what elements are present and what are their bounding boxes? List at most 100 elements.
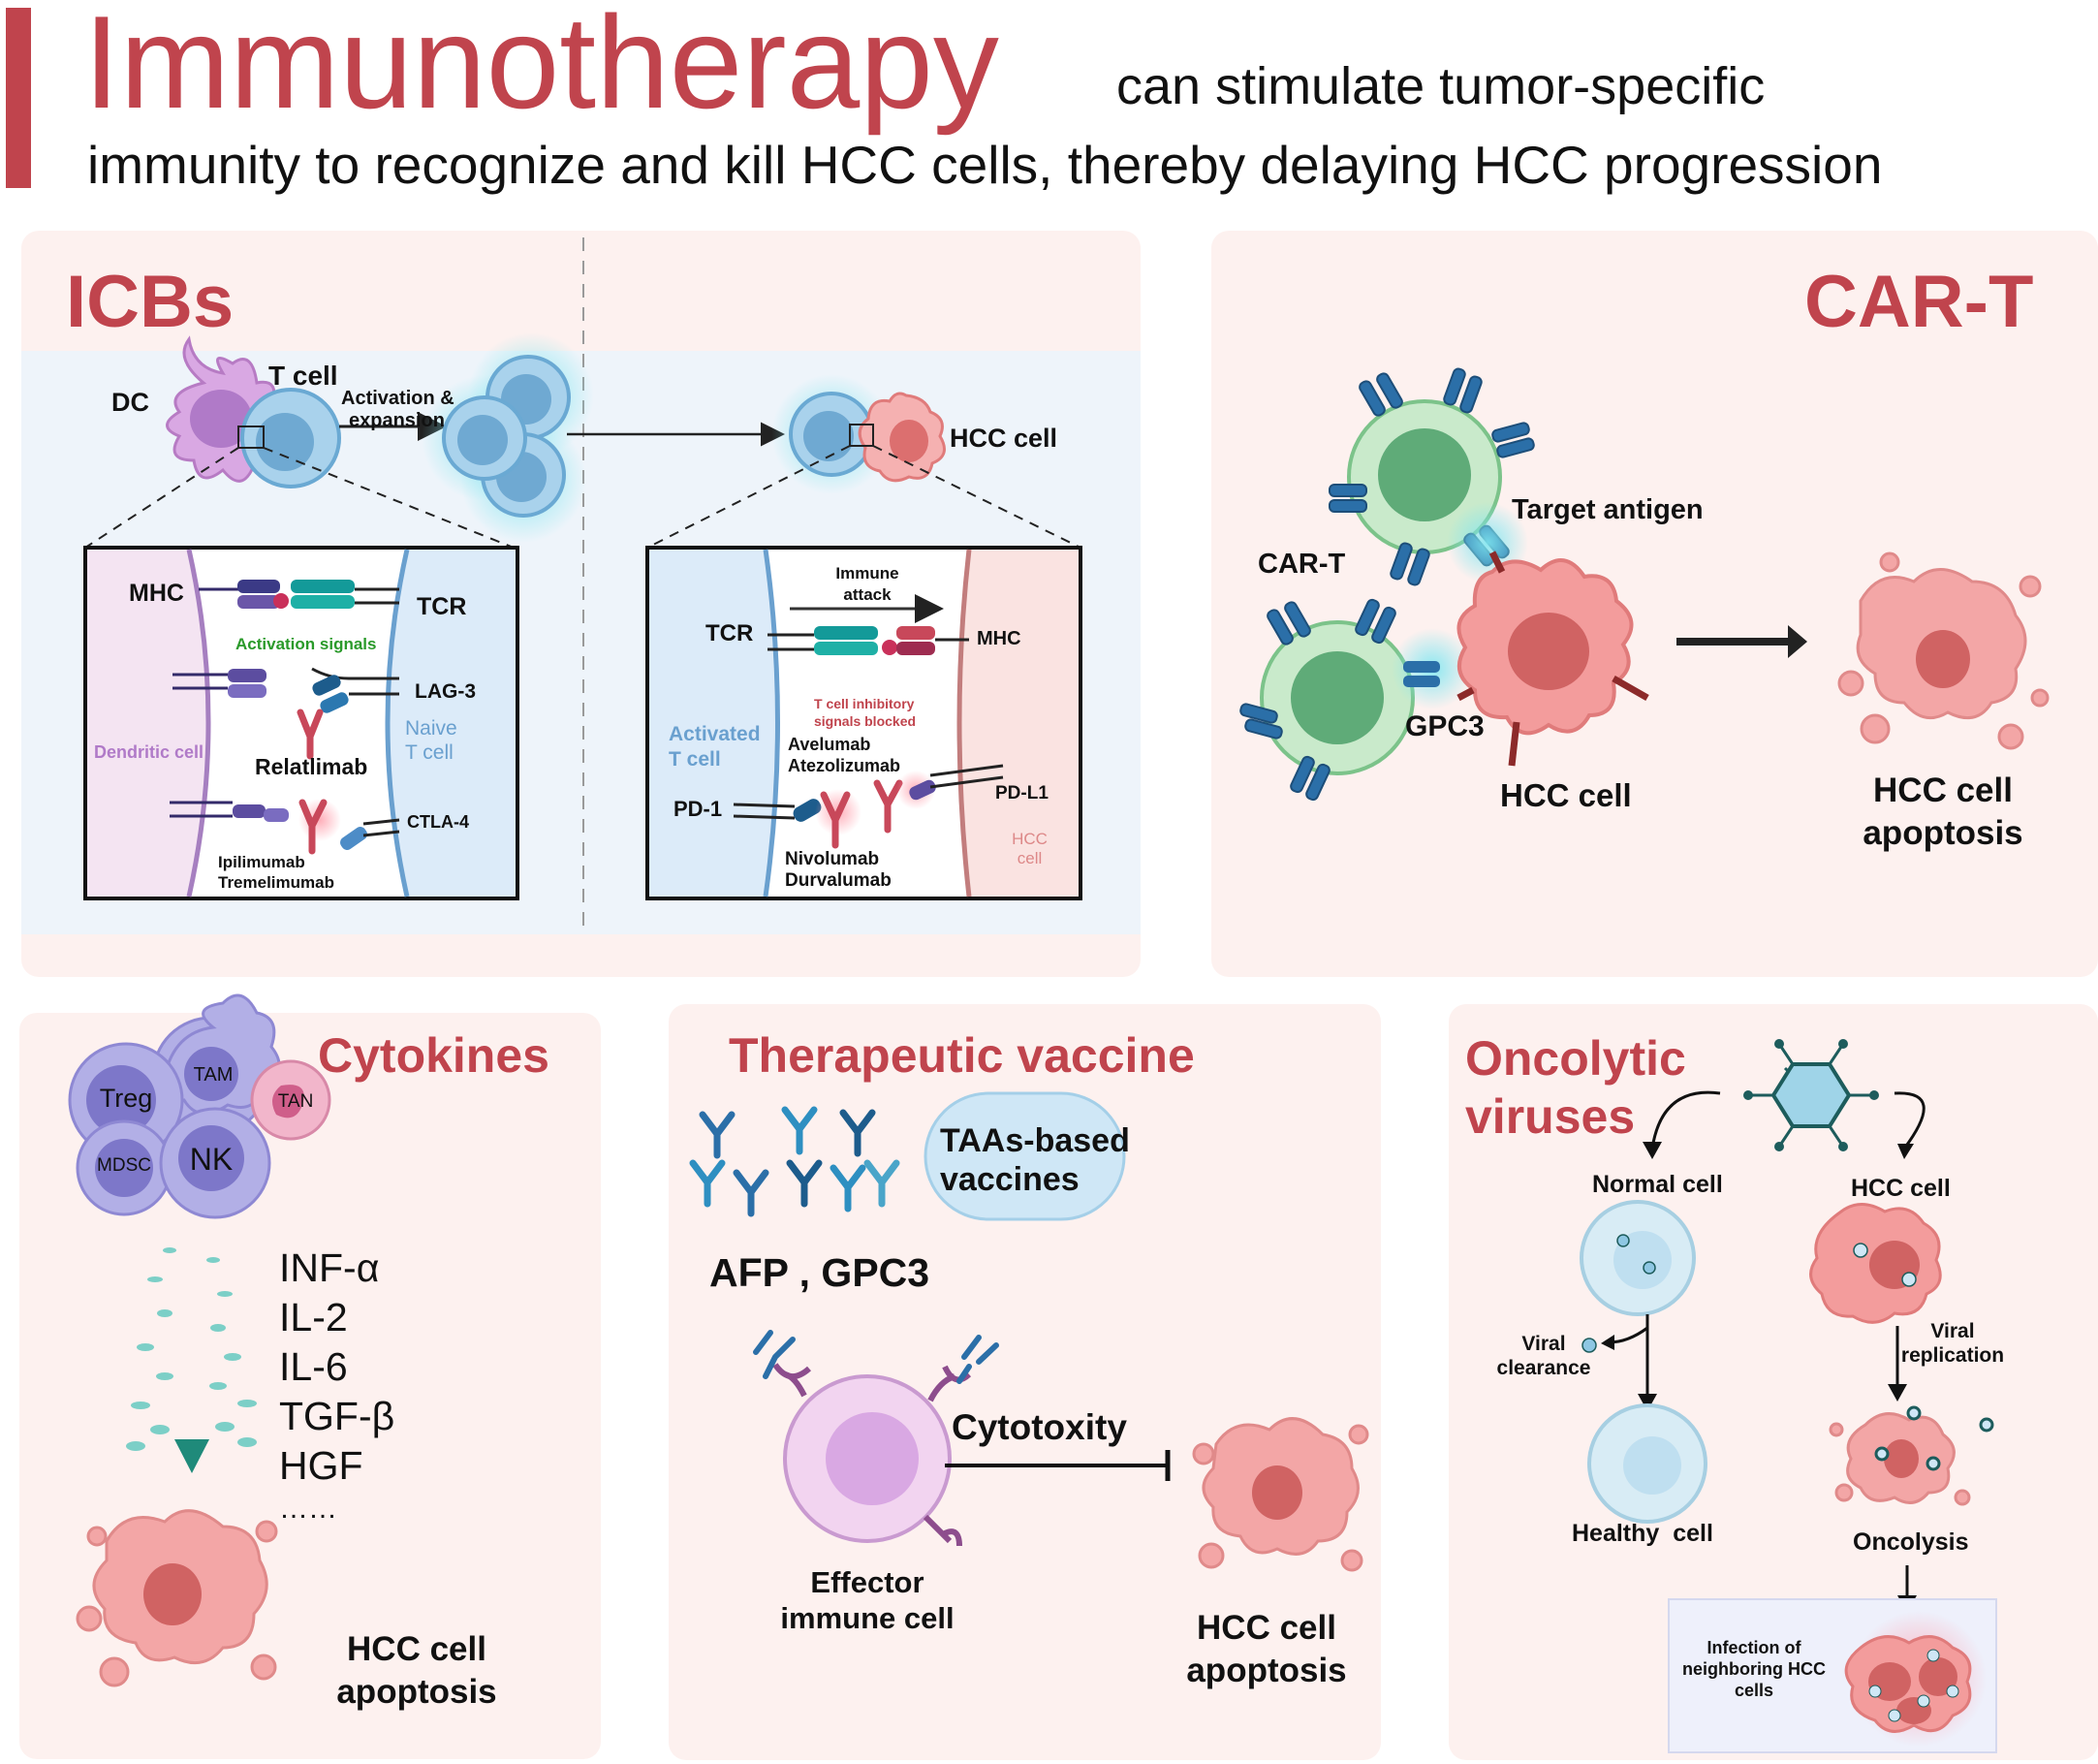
cart-apoptosis-icon (1837, 551, 2050, 750)
oncolysis-label: Oncolysis (1853, 1528, 1969, 1556)
header-accent-bar (6, 8, 31, 188)
oncolytic-title-2: viruses (1465, 1089, 1636, 1144)
cytokines-apoptosis-label-2: apoptosis (336, 1673, 497, 1711)
cytokine-more: …… (279, 1493, 337, 1525)
relatlimab-label: Relatlimab (255, 754, 368, 779)
hcc-cell-small-icon (858, 392, 946, 483)
vaccine-apoptosis-icon (1192, 1417, 1369, 1572)
mhc-right-label: MHC (977, 628, 1021, 649)
cart-cell-label: CAR-T (1258, 549, 1346, 580)
cytokine-il6: IL-6 (279, 1344, 348, 1389)
cytokine-inf: INF-α (279, 1245, 380, 1290)
oncolytic-hcc-cell-label: HCC cell (1851, 1175, 1951, 1202)
durvalumab-label: Durvalumab (785, 870, 892, 891)
cytokines-title: Cytokines (318, 1028, 549, 1083)
tcell-icon (240, 388, 341, 488)
virus-icon (1743, 1039, 1879, 1151)
activation-label-2: expansion (349, 410, 445, 431)
infection-label-1: Infection of (1707, 1638, 1801, 1657)
oncolytic-title-1: Oncolytic (1465, 1031, 1686, 1086)
infection-label-3: cells (1734, 1681, 1774, 1700)
cell-nk: NK (189, 1142, 234, 1177)
cart-apoptosis-label-1: HCC cell (1873, 772, 2013, 809)
dc-label: DC (111, 388, 149, 417)
expanded-tcells-icon (422, 332, 594, 543)
viral-replication-label-1: Viral (1930, 1320, 1975, 1342)
inhibitory-label-2: signals blocked (814, 713, 917, 729)
cytokine-release-icon (126, 1247, 257, 1473)
cart-title: CAR-T (1804, 261, 2034, 343)
activation-label-1: Activation & (341, 388, 454, 409)
taas-vaccines-pill (924, 1091, 1126, 1221)
mhc-label: MHC (129, 580, 184, 607)
immune-attack-label-2: attack (843, 585, 892, 604)
tcr-right-label: TCR (705, 620, 754, 646)
activated-tcell-label-2: T cell (669, 748, 721, 771)
ipilimumab-label: Ipilimumab (218, 853, 305, 871)
cart-hcc-cell-label: HCC cell (1500, 777, 1632, 813)
antibodies-icon (689, 1106, 900, 1217)
tremelimumab-label: Tremelimumab (218, 873, 334, 892)
nivolumab-label: Nivolumab (785, 849, 880, 869)
infected-cluster-icon (1844, 1611, 1987, 1747)
cytokines-apoptosis-label-1: HCC cell (347, 1630, 486, 1668)
viral-clearance-label-1: Viral (1521, 1333, 1566, 1355)
inhibitory-label-1: T cell inhibitory (814, 696, 915, 711)
normal-cell-label: Normal cell (1592, 1171, 1723, 1198)
cart-apoptosis-label-2: apoptosis (1863, 814, 2023, 852)
healthy-cell-label: Healthy cell (1572, 1520, 1713, 1547)
icbs-title: ICBs (66, 261, 235, 343)
tcr-label: TCR (417, 593, 467, 620)
activated-tcell-label-1: Activated (669, 723, 761, 745)
icbs-right-detail-box (645, 546, 1082, 900)
pdl1-label: PD-L1 (995, 783, 1049, 803)
vaccine-title: Therapeutic vaccine (729, 1028, 1195, 1083)
hcc-inner-label-2: cell (1017, 849, 1043, 867)
target-antigen-label: Target antigen (1512, 494, 1704, 525)
normal-cell-icon (1580, 1200, 1696, 1316)
vaccine-apoptosis-label-2: apoptosis (1186, 1652, 1347, 1689)
cart-hcc-cell-icon (1456, 551, 1649, 767)
ctla4-label: CTLA-4 (407, 812, 469, 832)
effector-label-2: immune cell (780, 1601, 955, 1635)
immune-cell-cluster-icon (68, 993, 331, 1219)
taas-label-2: vaccines (940, 1161, 1080, 1198)
vaccine-apoptosis-label-1: HCC cell (1197, 1609, 1336, 1647)
afp-gpc3-label: AFP , GPC3 (709, 1250, 930, 1295)
atezolizumab-label: Atezolizumab (788, 756, 901, 775)
immune-attack-label-1: Immune (835, 564, 899, 583)
hcc-cell-label: HCC cell (950, 424, 1058, 453)
infection-label-2: neighboring HCC (1682, 1659, 1826, 1679)
tcell-label: T cell (268, 361, 338, 391)
healthy-cell-icon (1587, 1403, 1707, 1524)
header-title-rest: can stimulate tumor-specific (1116, 57, 1766, 115)
effector-immune-cell-icon (753, 1330, 999, 1547)
cytokine-tgfb: TGF-β (279, 1394, 395, 1438)
cell-mdsc: MDSC (97, 1155, 151, 1176)
activation-signals-label: Activation signals (235, 635, 377, 653)
header-title: Immunotherapy (83, 0, 999, 136)
cytokines-apoptosis-icon (76, 1509, 278, 1687)
header-subtitle: immunity to recognize and kill HCC cells… (87, 135, 1883, 195)
avelumab-label: Avelumab (788, 735, 871, 754)
cell-treg: Treg (99, 1084, 153, 1113)
cytokine-il2: IL-2 (279, 1295, 348, 1339)
dendritic-cell-label: Dendritic cell (94, 742, 204, 762)
taas-label-1: TAAs-based (940, 1122, 1130, 1159)
cytokine-hgf: HGF (279, 1443, 363, 1488)
viral-clearance-label-2: clearance (1496, 1357, 1591, 1379)
naive-label-2: T cell (405, 741, 454, 764)
naive-label-1: Naive (405, 717, 457, 740)
oncolysis-icon (1829, 1405, 1994, 1506)
effector-label-1: Effector (810, 1565, 924, 1599)
viral-replication-label-2: replication (1900, 1344, 2005, 1367)
pd1-label: PD-1 (673, 797, 723, 821)
cell-tam: TAM (193, 1064, 234, 1086)
cell-tan: TAN (277, 1091, 314, 1112)
gpc3-label: GPC3 (1405, 710, 1485, 742)
cytotoxity-label: Cytotoxity (952, 1407, 1127, 1447)
hcc-inner-label-1: HCC (1012, 830, 1048, 848)
cart-cell-bottom-icon (1260, 620, 1415, 775)
lag3-label: LAG-3 (415, 680, 476, 703)
